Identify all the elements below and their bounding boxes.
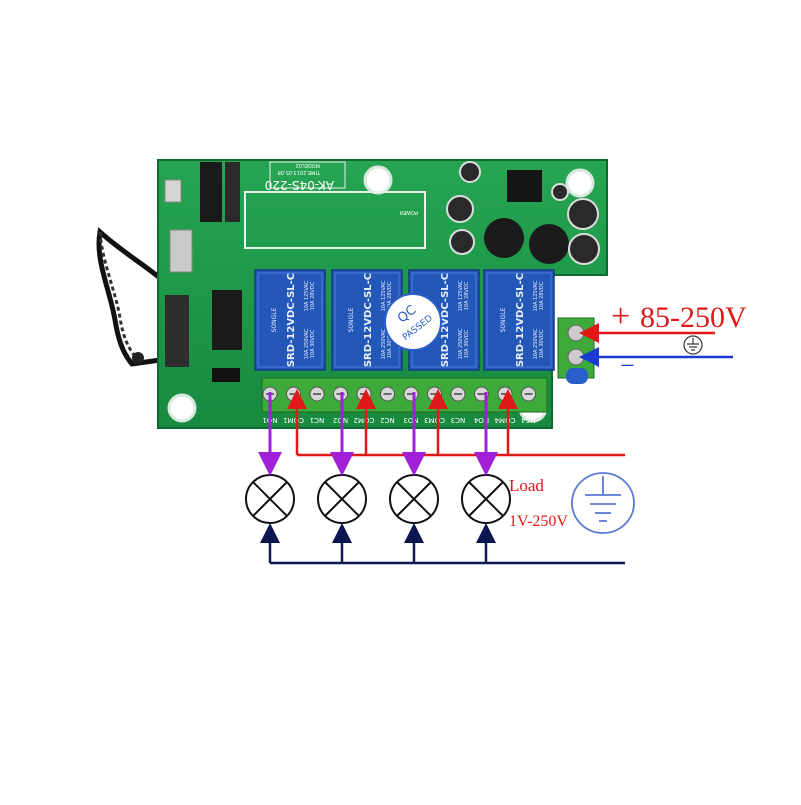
- relay-rating: 10A 30VDC: [310, 329, 316, 358]
- relay-brand: SONGLE: [348, 307, 355, 332]
- relay-rating: 10A 250VAC: [304, 328, 310, 359]
- terminal-label: NC4: [521, 416, 536, 424]
- terminal-label: COM2: [354, 416, 375, 424]
- terminal-label: COM3: [424, 416, 445, 424]
- antenna-icon: [96, 227, 162, 367]
- terminal-label: NO4: [473, 416, 489, 424]
- header-pins: [212, 290, 242, 350]
- terminal-screw: [521, 386, 536, 402]
- board-small-label-1: MODEL02: [296, 162, 320, 168]
- capacitor: [529, 224, 569, 264]
- load-voltage-label: 1V-250V: [509, 513, 568, 530]
- relay-rating: 10A 28VDC: [310, 281, 316, 310]
- capacitor: [567, 198, 599, 230]
- ground-icon: [683, 335, 703, 355]
- relay-rating: 10A 125VAC: [533, 280, 539, 311]
- mount-hole: [363, 165, 393, 195]
- supply-voltage-label: 85-250V: [640, 301, 747, 334]
- relay-model: SRD-12VDC-SL-C: [286, 273, 297, 367]
- relay-rating: 10A 30VDC: [464, 329, 470, 358]
- crystal: [169, 229, 193, 273]
- relay-rating: 10A 28VDC: [539, 281, 545, 310]
- load-label: Load: [509, 476, 544, 495]
- capacitor: [449, 229, 475, 255]
- terminal-label: NC1: [310, 416, 325, 424]
- qc-sticker: QC PASSED: [384, 293, 442, 351]
- board-small-label-2: TIME:2013.05.08: [278, 169, 321, 175]
- relay-brand: SONGLE: [500, 307, 507, 332]
- control-arrows: [258, 392, 498, 476]
- mount-hole: [167, 393, 197, 423]
- capacitor: [484, 218, 524, 258]
- mount-hole: [565, 168, 595, 198]
- terminal-screw: [403, 386, 419, 402]
- neutral-wire: [260, 523, 625, 565]
- lamp-icon: [245, 474, 295, 524]
- lamp-icon: [461, 474, 511, 524]
- board-power-label: POWER: [399, 209, 418, 215]
- relay-rating: 10A 30VDC: [539, 329, 545, 358]
- board-model-label: AK-04S-220: [265, 178, 334, 192]
- capacitor: [568, 233, 600, 265]
- terminal-screw: [380, 386, 395, 402]
- terminal-screw: [309, 386, 325, 402]
- relay-rating: 10A 250VAC: [533, 328, 539, 359]
- relay-model: SRD-12VDC-SL-C: [363, 273, 374, 367]
- relay-rating: 10A 28VDC: [387, 281, 393, 310]
- terminal-screw: [356, 386, 372, 402]
- relay-rating: 10A 125VAC: [381, 280, 387, 311]
- header-pins: [165, 295, 189, 367]
- relay-model: SRD-12VDC-SL-C: [440, 273, 451, 367]
- capacitor: [551, 183, 569, 201]
- terminal-label: NC3: [451, 416, 466, 424]
- relay-rating: 10A 125VAC: [304, 280, 310, 311]
- terminal-label: COM1: [283, 416, 304, 424]
- relay-rating: 10A 250VAC: [381, 328, 387, 359]
- terminal-screw: [427, 386, 442, 402]
- lamp-icon: [317, 474, 367, 524]
- capacitor: [446, 195, 474, 223]
- minus-sign: −: [620, 351, 635, 380]
- relay-brand: SONGLE: [271, 307, 278, 332]
- terminal-label: NC2: [380, 416, 395, 424]
- board-voltage-label: 220V: [596, 336, 605, 357]
- relay-rating: 10A 28VDC: [464, 281, 470, 310]
- ic-chip: [200, 162, 222, 222]
- capacitor: [459, 161, 481, 183]
- terminal-label: NO3: [403, 416, 418, 424]
- ic-chip: [507, 170, 542, 202]
- relay-rating: 10A 125VAC: [458, 280, 464, 311]
- ground-icon-large: [571, 472, 635, 534]
- terminal-screw: [286, 386, 301, 402]
- terminal-screw: [450, 386, 466, 402]
- jumper: [212, 368, 240, 382]
- relay-model: SRD-12VDC-SL-C: [515, 273, 526, 367]
- ic-chip: [225, 162, 240, 222]
- plus-sign: +: [611, 298, 630, 335]
- terminal-screw: [497, 386, 513, 402]
- relay-rating: 10A 30VDC: [387, 329, 393, 358]
- pushbutton: [164, 179, 182, 203]
- terminal-label: COM4: [494, 416, 515, 424]
- varistor: [566, 368, 588, 384]
- lamp-icon: [389, 474, 439, 524]
- relay-rating: 10A 250VAC: [458, 328, 464, 359]
